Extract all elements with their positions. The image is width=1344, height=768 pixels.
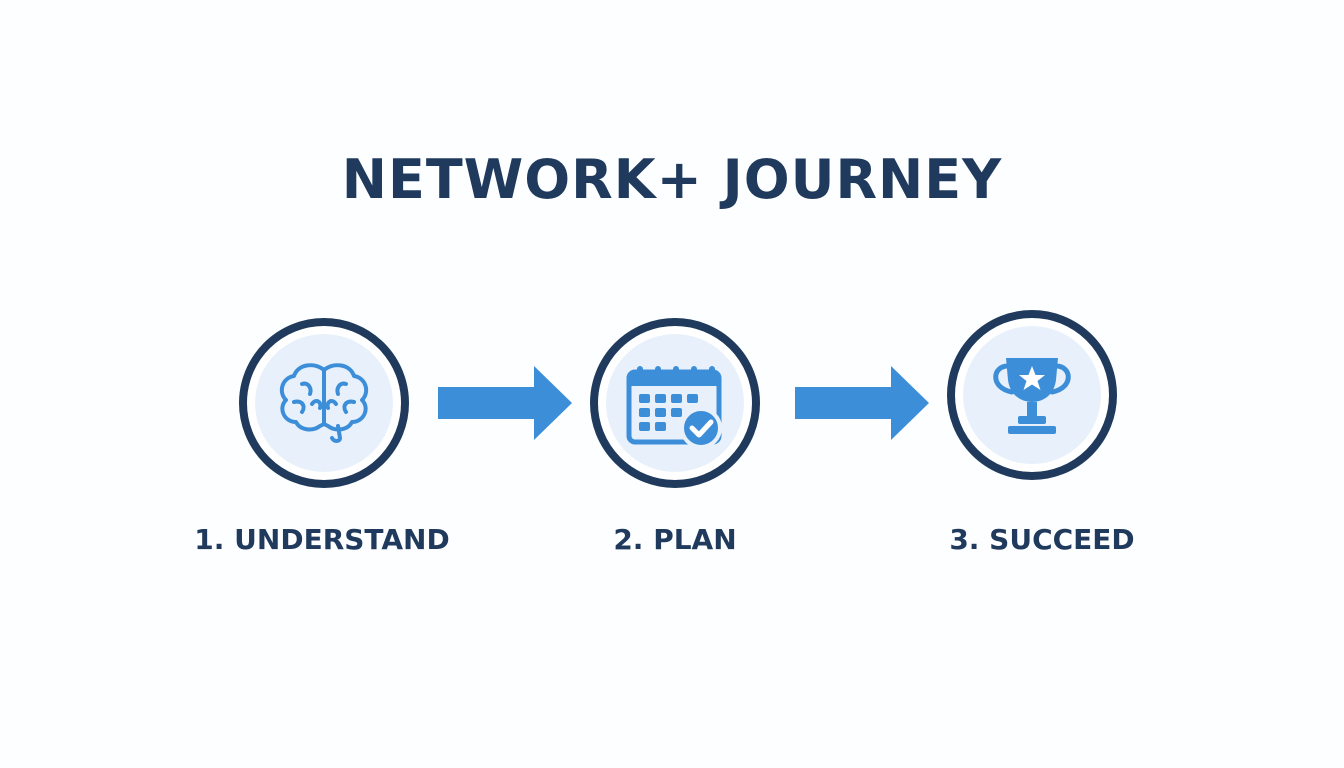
calendar-check-icon bbox=[626, 366, 722, 449]
step-succeed-icon-bg bbox=[963, 326, 1101, 464]
step-understand-icon-bg bbox=[255, 334, 393, 472]
arrow-2-to-3 bbox=[795, 366, 929, 440]
step-plan-label: 2. PLAN bbox=[613, 523, 737, 556]
step-succeed-circle bbox=[947, 310, 1117, 480]
step-plan-circle bbox=[590, 318, 760, 488]
step-succeed-label: 3. SUCCEED bbox=[949, 523, 1135, 556]
arrow-1-to-2 bbox=[438, 366, 572, 440]
step-plan-icon-bg bbox=[606, 334, 744, 472]
brain-icon bbox=[279, 363, 369, 443]
trophy-icon bbox=[993, 358, 1071, 434]
page-title: NETWORK+ JOURNEY bbox=[341, 148, 1003, 211]
step-understand-label: 1. UNDERSTAND bbox=[194, 523, 450, 556]
step-understand-circle bbox=[239, 318, 409, 488]
